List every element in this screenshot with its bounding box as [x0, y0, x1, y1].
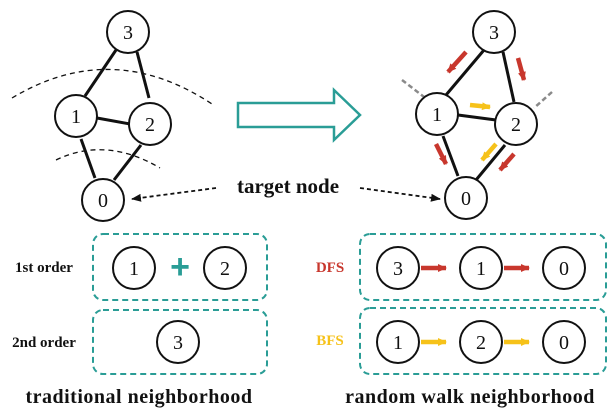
- hollow-right-arrow-icon: [236, 87, 362, 143]
- left-graph: 3 1 2 0: [11, 10, 213, 222]
- bfs-label: BFS: [316, 333, 344, 349]
- traditional-neighborhood-caption: traditional neighborhood: [25, 386, 252, 408]
- target-node-label: target node: [237, 174, 339, 198]
- second-order-node: 3: [156, 320, 200, 364]
- right-node-1-label: 1: [432, 104, 442, 126]
- right-node-3-label: 3: [489, 22, 499, 44]
- left-node-3-label: 3: [123, 22, 133, 44]
- bfs-box: [359, 307, 607, 375]
- plus-icon: +: [170, 248, 190, 286]
- right-node-0: 0: [444, 176, 488, 220]
- dfs-node-3: 0: [542, 246, 586, 290]
- right-bfs-arrow-1-2: [469, 102, 491, 111]
- first-order-box: [92, 233, 268, 301]
- left-edge-2-0: [112, 144, 143, 181]
- first-order-node-b: 2: [203, 246, 247, 290]
- right-dfs-arrow-1-0: [433, 142, 449, 166]
- right-node-0-label: 0: [461, 188, 471, 210]
- right-dfs-arrow-3-1: [446, 50, 468, 74]
- first-order-node-a: 1: [112, 246, 156, 290]
- first-order-node-b-label: 2: [220, 258, 230, 280]
- right-panel: DFS 3 1 0 BFS 1 2 0 ra: [316, 233, 607, 408]
- first-order-node-a-label: 1: [129, 258, 139, 280]
- right-dfs-arrow-2-0: [498, 152, 516, 172]
- target-pointer-left: [131, 187, 217, 202]
- right-edge-1-2: [457, 113, 497, 122]
- random-walk-neighborhood-caption: random walk neighborhood: [345, 386, 595, 408]
- right-node-1: 1: [415, 92, 459, 136]
- dfs-node-2: 1: [459, 246, 503, 290]
- right-bfs-arrow-2-0: [480, 142, 498, 162]
- left-node-3: 3: [106, 10, 150, 54]
- left-node-2: 2: [128, 102, 172, 146]
- right-dfs-arrow-3-2: [515, 57, 527, 81]
- right-edge-3-1: [444, 49, 486, 96]
- bfs-node-1: 1: [376, 320, 420, 364]
- bfs-node-3-label: 0: [559, 332, 569, 354]
- left-outer-neighborhood-arc: [11, 68, 213, 105]
- second-order-label: 2nd order: [12, 335, 76, 351]
- right-edge-1-0: [441, 135, 460, 177]
- dfs-node-1-label: 3: [393, 258, 403, 280]
- dfs-node-2-label: 1: [476, 258, 486, 280]
- second-order-node-label: 3: [173, 332, 183, 354]
- bfs-node-2-label: 2: [476, 332, 486, 354]
- bfs-node-2: 2: [459, 320, 503, 364]
- dfs-box: [359, 233, 607, 301]
- right-gray-stub-right: [533, 91, 553, 109]
- dfs-label: DFS: [316, 260, 344, 276]
- left-edge-1-2: [96, 116, 131, 126]
- right-edge-2-0: [474, 144, 507, 181]
- right-graph: 3 1 2 0: [401, 10, 553, 220]
- dfs-node-3-label: 0: [559, 258, 569, 280]
- left-panel: 1st order 1 + 2 2nd order 3 traditional …: [12, 233, 268, 408]
- bfs-node-3: 0: [542, 320, 586, 364]
- left-node-0-label: 0: [98, 190, 108, 212]
- left-inner-neighborhood-arc: [55, 149, 161, 169]
- right-node-3: 3: [472, 10, 516, 54]
- dfs-node-1: 3: [376, 246, 420, 290]
- left-node-1-label: 1: [71, 106, 81, 128]
- right-node-2: 2: [494, 102, 538, 146]
- left-node-2-label: 2: [145, 114, 155, 136]
- right-edge-3-2: [501, 51, 516, 103]
- first-order-label: 1st order: [15, 260, 73, 276]
- left-edge-1-0: [79, 138, 97, 179]
- left-node-0: 0: [81, 178, 125, 222]
- left-edge-3-1: [83, 49, 118, 97]
- second-order-box: [92, 309, 268, 375]
- bfs-node-1-label: 1: [393, 332, 403, 354]
- right-node-2-label: 2: [511, 114, 521, 136]
- target-pointer-right: [359, 187, 441, 202]
- left-node-1: 1: [54, 94, 98, 138]
- left-edge-3-2: [135, 51, 151, 99]
